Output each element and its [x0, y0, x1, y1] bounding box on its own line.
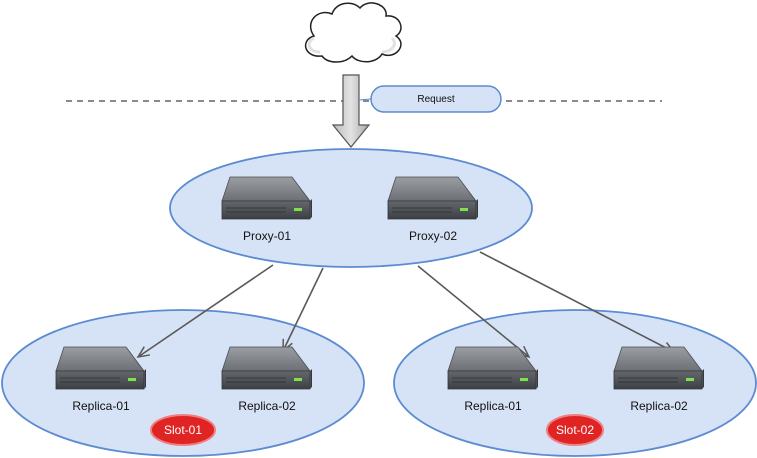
request-label: Request: [417, 94, 454, 105]
proxy-02-node: Proxy-02: [387, 176, 479, 243]
slot2-replica-01-node: Replica-01: [447, 346, 539, 413]
slot-02-badge: Slot-02: [546, 414, 604, 446]
slot2-replica-01-label: Replica-01: [464, 399, 522, 413]
connector-proxy-to-slot1-replica1: [136, 264, 274, 359]
cloud-icon: [304, 2, 402, 63]
proxy-02-label: Proxy-02: [409, 229, 457, 243]
slot-01-label: Slot-01: [164, 423, 202, 437]
connector-proxy-to-slot1-replica2: [282, 267, 324, 353]
connector-proxy-to-slot2-replica2: [479, 251, 676, 353]
slot-group-1: [1, 309, 365, 457]
slot2-replica-02-label: Replica-02: [630, 399, 688, 413]
slot1-replica-02-node: Replica-02: [221, 346, 313, 413]
slot2-replica-02-node: Replica-02: [613, 346, 705, 413]
slot1-replica-02-label: Replica-02: [238, 399, 296, 413]
connector-proxy-to-slot2-replica1: [417, 265, 531, 359]
request-arrow: [331, 74, 371, 148]
request-callout: Request: [358, 85, 502, 113]
proxy-01-label: Proxy-01: [243, 229, 291, 243]
connectors: [136, 251, 676, 359]
proxy-01-node: Proxy-01: [221, 176, 313, 243]
slot1-replica-01-label: Replica-01: [72, 399, 130, 413]
slot1-replica-01-node: Replica-01: [55, 346, 147, 413]
slot-01-badge: Slot-01: [150, 414, 216, 446]
slot-02-label: Slot-02: [556, 423, 594, 437]
